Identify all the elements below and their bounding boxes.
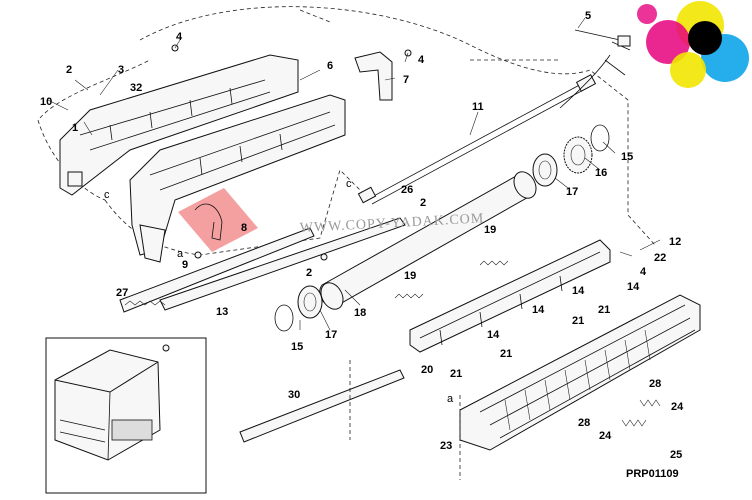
callout-30: 30 [288, 389, 300, 401]
callout-15: 15 [291, 341, 303, 353]
ring-15-left [274, 304, 294, 332]
callout-13: 13 [216, 306, 228, 318]
callout-27: 27 [116, 287, 128, 299]
callout-11: 11 [472, 101, 484, 113]
callout-19: 19 [484, 224, 496, 236]
callout-8: 8 [241, 222, 247, 234]
screw-2-bottom [162, 344, 170, 352]
callout-5: 5 [585, 10, 591, 22]
callout-12: 12 [669, 236, 681, 248]
callout-6: 6 [327, 60, 333, 72]
spring-19-top [479, 260, 509, 266]
plate-30 [239, 369, 405, 443]
screw-9 [194, 251, 202, 259]
pressure-frame [409, 239, 611, 353]
callout-25: 25 [670, 449, 682, 461]
callout-14: 14 [532, 304, 545, 316]
bracket-7 [354, 51, 393, 101]
callout-1: 1 [72, 122, 78, 134]
callout-labels: 1 2 2 2 3 4 4 4 5 6 7 8 9 10 11 12 13 14… [40, 10, 684, 461]
callout-9: 9 [182, 259, 188, 271]
callout-14: 14 [627, 281, 640, 293]
callout-21: 21 [572, 315, 584, 327]
callout-21: 21 [450, 368, 462, 380]
callout-4: 4 [176, 31, 183, 43]
plate-13 [159, 217, 406, 311]
brand-logo [637, 1, 749, 88]
heater-lamp [357, 74, 597, 205]
callout-26: 26 [401, 184, 413, 196]
heat-roller [319, 171, 537, 310]
callout-21: 21 [598, 304, 610, 316]
spring-24 [621, 419, 647, 427]
callout-28: 28 [649, 378, 661, 390]
ring-15-right [590, 124, 610, 152]
callout-19: 19 [404, 270, 416, 282]
front-frame [129, 94, 346, 263]
rear-frame [59, 54, 299, 196]
callout-a: a [177, 248, 184, 260]
screw-2-mid [320, 253, 328, 261]
wire-harness [559, 29, 631, 109]
callout-16: 16 [595, 167, 607, 179]
callout-21: 21 [500, 348, 512, 360]
strip-27 [119, 227, 315, 313]
callout-c: c [104, 189, 110, 201]
callout-24: 24 [671, 401, 684, 413]
callout-2: 2 [306, 267, 312, 279]
callout-17: 17 [566, 186, 578, 198]
callout-22: 22 [654, 252, 666, 264]
callout-14: 14 [572, 285, 585, 297]
callout-2: 2 [66, 64, 72, 76]
callout-23: 23 [440, 440, 452, 452]
callout-7: 7 [403, 74, 409, 86]
callout-15: 15 [621, 151, 633, 163]
callout-4: 4 [418, 54, 425, 66]
callout-2: 2 [420, 197, 426, 209]
callout-24: 24 [599, 430, 612, 442]
gear-17-right [532, 153, 558, 187]
gear-16 [563, 136, 593, 174]
highlighted-part-8 [178, 188, 258, 252]
callout-a: a [447, 393, 454, 405]
callout-3: 3 [118, 64, 124, 76]
callout-c: c [346, 178, 352, 190]
callout-4: 4 [640, 266, 647, 278]
callout-18: 18 [354, 307, 366, 319]
callout-20: 20 [421, 364, 433, 376]
gear-17-left [297, 285, 323, 319]
callout-17: 17 [325, 329, 337, 341]
drawing-code: PRP01109 [626, 468, 679, 480]
callout-14: 14 [487, 329, 500, 341]
copier-inset [45, 337, 207, 494]
spring-19-bottom [394, 293, 424, 299]
callout-28: 28 [578, 417, 590, 429]
callout-32: 32 [130, 82, 142, 94]
callout-10: 10 [40, 96, 52, 108]
